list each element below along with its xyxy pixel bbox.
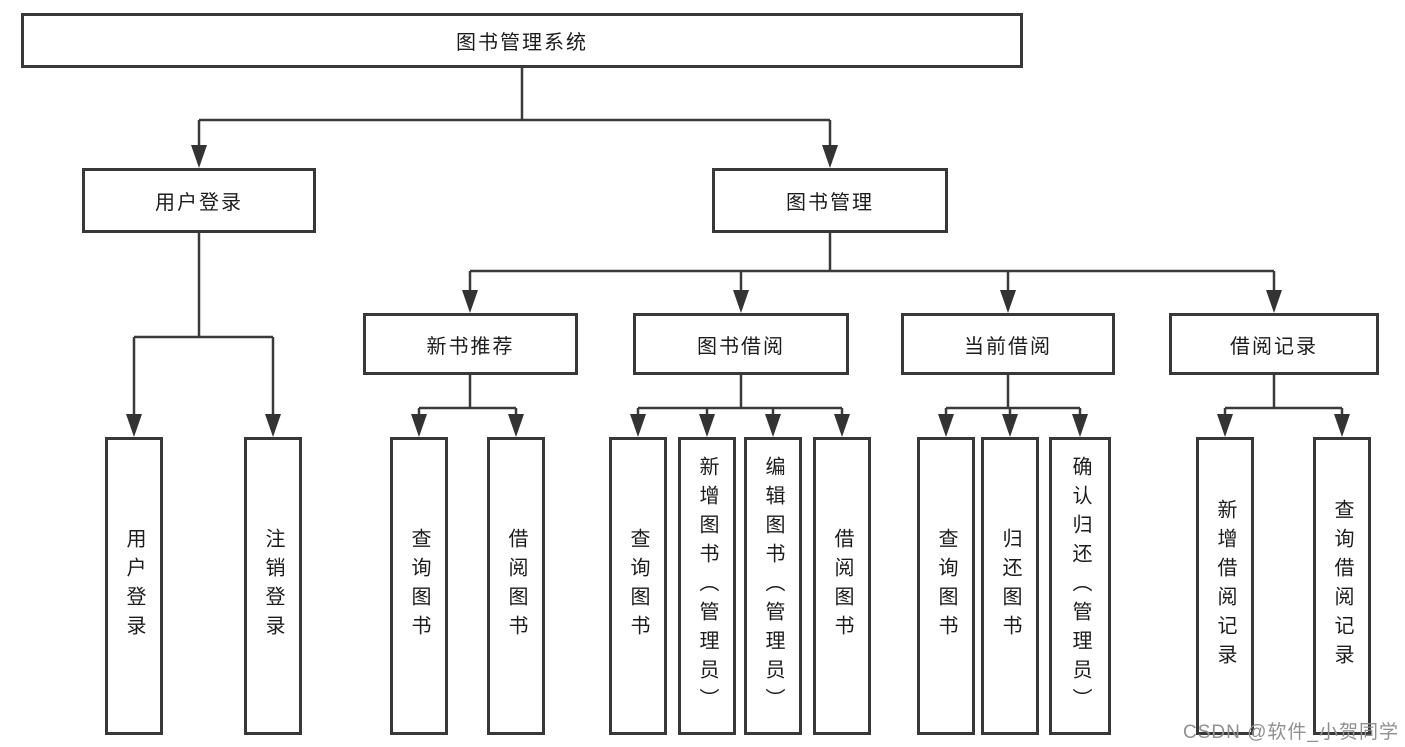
node-label: 图书管理系统 <box>456 32 588 54</box>
node-current-borrow: 当前借阅 <box>901 313 1115 375</box>
leaf-label: 归还图书 <box>999 528 1021 644</box>
node-user-login: 用户登录 <box>82 168 316 233</box>
csdn-watermark: CSDN @软件_小贺同学 <box>1183 722 1399 743</box>
leaf-label: 查询借阅记录 <box>1331 499 1353 673</box>
leaf-label: 编辑图书（管理员） <box>762 455 784 717</box>
leaf-label: 确认归还（管理员） <box>1069 455 1091 717</box>
leaf-query-borrow-record: 查询借阅记录 <box>1313 437 1371 735</box>
leaf-edit-books-admin: 编辑图书（管理员） <box>744 437 802 735</box>
leaf-return-books: 归还图书 <box>981 437 1039 735</box>
leaf-query-books-borrow: 查询图书 <box>609 437 667 735</box>
node-borrow-records: 借阅记录 <box>1169 313 1379 375</box>
leaf-label: 查询图书 <box>627 528 649 644</box>
node-label: 图书借阅 <box>697 335 785 358</box>
leaf-add-books-admin: 新增图书（管理员） <box>678 437 736 735</box>
leaf-add-borrow-record: 新增借阅记录 <box>1196 437 1254 735</box>
node-library-management-system: 图书管理系统 <box>21 13 1023 68</box>
node-label: 新书推荐 <box>426 335 515 358</box>
leaf-label: 借阅图书 <box>831 528 853 644</box>
leaf-query-books-recommend: 查询图书 <box>390 437 448 735</box>
leaf-label: 新增图书（管理员） <box>696 455 718 717</box>
node-label: 用户登录 <box>155 192 243 214</box>
leaf-label: 新增借阅记录 <box>1214 499 1236 673</box>
leaf-confirm-return-admin: 确认归还（管理员） <box>1049 437 1111 735</box>
leaf-label: 借阅图书 <box>505 528 527 644</box>
leaf-label: 注销登录 <box>262 528 284 644</box>
leaf-logout-login: 注销登录 <box>244 437 302 735</box>
node-book-management: 图书管理 <box>712 168 948 233</box>
leaf-label: 查询图书 <box>408 528 430 644</box>
leaf-label: 用户登录 <box>123 528 145 644</box>
node-label: 借阅记录 <box>1230 335 1318 358</box>
leaf-borrow-books: 借阅图书 <box>813 437 871 735</box>
leaf-borrow-books-recommend: 借阅图书 <box>487 437 545 735</box>
node-book-borrow: 图书借阅 <box>633 313 849 375</box>
node-label: 当前借阅 <box>964 335 1052 358</box>
node-label: 图书管理 <box>786 192 874 214</box>
leaf-user-login: 用户登录 <box>105 437 163 735</box>
leaf-label: 查询图书 <box>935 528 957 644</box>
leaf-query-books-current: 查询图书 <box>917 437 975 735</box>
node-new-book-recommend: 新书推荐 <box>363 313 578 375</box>
